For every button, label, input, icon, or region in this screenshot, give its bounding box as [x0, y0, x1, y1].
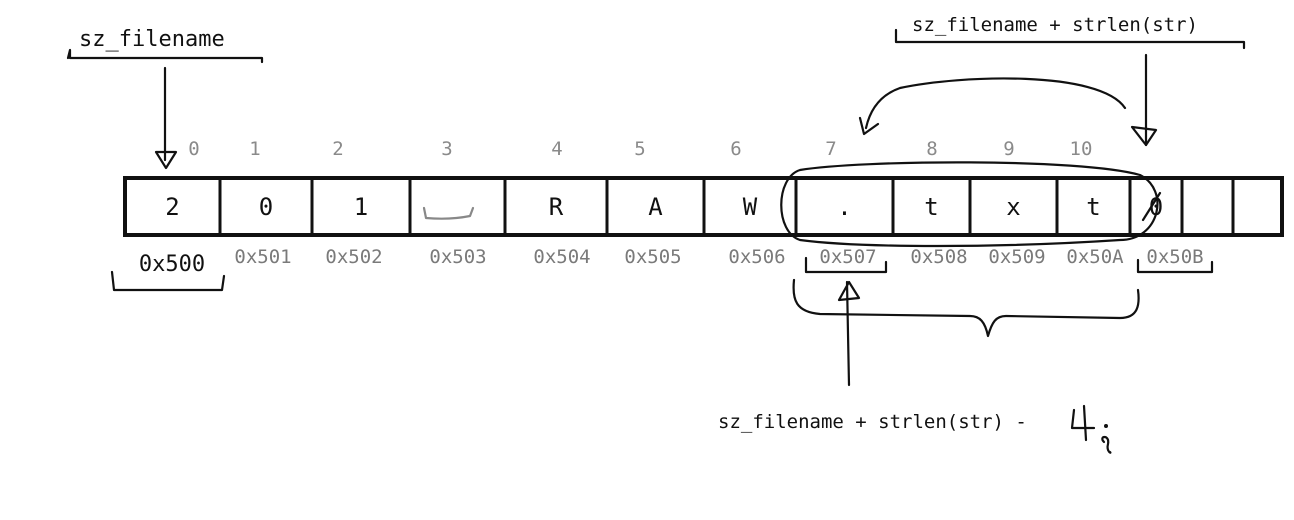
cell-index: 2	[332, 138, 344, 160]
cell-address: 0x509	[988, 246, 1046, 268]
cell-char: 1	[353, 193, 369, 221]
cell-char: x	[1006, 193, 1021, 221]
cell-char: 0	[258, 193, 274, 221]
back-jump-arrowhead	[858, 116, 880, 136]
cell-index: 8	[926, 138, 938, 160]
arrow-to-cell-7	[845, 280, 851, 387]
cell-char: 0	[1148, 193, 1164, 221]
handwritten-dot-1	[1104, 424, 1108, 428]
cell-index: 0	[188, 138, 200, 160]
cell-char: R	[548, 193, 564, 221]
cell-index: 4	[551, 138, 563, 160]
back-jump-arrow	[864, 77, 1127, 130]
cell-dividers	[218, 178, 1235, 235]
label-bracket-start	[66, 48, 264, 64]
cell-address: 0x508	[910, 246, 968, 268]
cell-index: 6	[730, 138, 742, 160]
cell-address: 0x50B	[1146, 246, 1204, 268]
cell-char: t	[924, 193, 939, 221]
addr-underline-7	[804, 256, 888, 274]
cell-address: 0x503	[429, 246, 487, 268]
cell-char: A	[648, 193, 663, 221]
cell-index: 1	[249, 138, 261, 160]
cell-index: 7	[825, 138, 837, 160]
cell-index: 3	[441, 138, 453, 160]
handwritten-four	[1070, 404, 1096, 442]
space-glyph	[422, 206, 475, 220]
extension-ellipse	[780, 161, 1159, 248]
cell-address: 0x50A	[1066, 246, 1124, 268]
label-sz-filename-plus-strlen-minus: sz_filename + strlen(str) -	[718, 411, 1027, 433]
cell-address: 0x507	[819, 246, 877, 268]
cell-address: 0x505	[624, 246, 682, 268]
cell-address: 0x502	[325, 246, 383, 268]
cell-char: 2	[165, 193, 180, 221]
cell-char: W	[742, 193, 758, 221]
cell-address: 0x500	[138, 252, 206, 277]
cell-char: t	[1086, 193, 1101, 221]
cell-index: 10	[1069, 138, 1093, 160]
label-sz-filename: sz_filename	[79, 27, 225, 52]
extension-brace	[792, 278, 1140, 338]
label-bracket-end	[894, 28, 1246, 50]
cell-address: 0x504	[533, 246, 591, 268]
cell-index: 9	[1003, 138, 1015, 160]
cell-char: .	[837, 193, 852, 221]
label-sz-filename-plus-strlen: sz_filename + strlen(str)	[912, 14, 1198, 36]
arrowhead-cell-7	[837, 280, 861, 302]
cell-address: 0x501	[234, 246, 292, 268]
addr-underline-11	[1136, 258, 1214, 274]
cell-index: 5	[634, 138, 646, 160]
handwritten-g	[1101, 435, 1112, 454]
cell-address: 0x506	[728, 246, 786, 268]
arrowhead-cell-0	[154, 150, 178, 170]
arrowhead-null	[1130, 125, 1158, 147]
addr-underline-0	[110, 270, 226, 292]
